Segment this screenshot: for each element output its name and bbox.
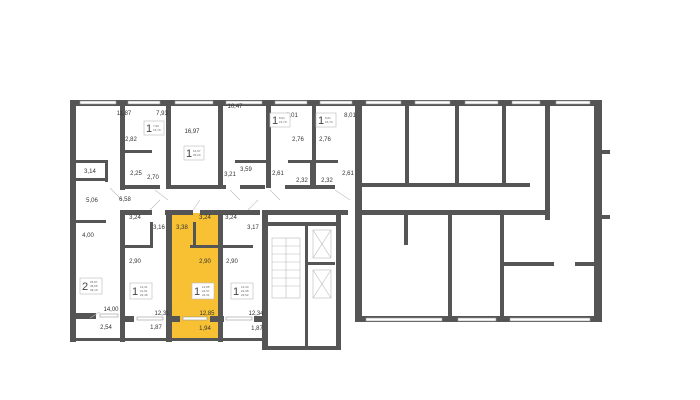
room-area: 2,70 [147, 175, 159, 181]
room-area: 3,24 [129, 215, 141, 221]
room-area: 7,93 [156, 111, 168, 117]
svg-text:8,01: 8,01 [325, 116, 331, 120]
room-area: 2,61 [342, 171, 354, 177]
svg-text:16,97: 16,97 [193, 149, 201, 153]
svg-text:15,70: 15,70 [279, 120, 287, 124]
room-area: 2,90 [129, 259, 141, 265]
svg-text:1: 1 [318, 115, 324, 127]
room-area: 6,58 [119, 197, 131, 203]
stairs [271, 229, 332, 299]
room-area: 16,97 [184, 129, 200, 135]
svg-text:22,38: 22,38 [241, 289, 249, 293]
svg-text:24,31: 24,31 [202, 293, 210, 297]
svg-text:2: 2 [82, 281, 88, 293]
doors [89, 187, 351, 319]
room-area: 3,14 [84, 169, 96, 175]
svg-text:1: 1 [233, 286, 239, 298]
room-area: 2,32 [321, 178, 333, 184]
room-area: 2,82 [125, 137, 137, 143]
svg-text:15,70: 15,70 [325, 120, 333, 124]
room-area: 12,34 [248, 311, 264, 317]
svg-text:1: 1 [146, 123, 152, 135]
room-area: 5,06 [86, 198, 98, 204]
room-area: 2,54 [100, 325, 112, 331]
svg-text:12,34: 12,34 [241, 285, 249, 289]
room-area: 3,38 [176, 225, 188, 231]
svg-text:46,65: 46,65 [90, 284, 98, 288]
room-area-labels: 11,87 7,93 16,97 10,47 8,01 8,01 2,82 2,… [82, 104, 356, 332]
svg-text:7,93: 7,93 [153, 124, 159, 128]
room-area: 2,90 [226, 259, 238, 265]
svg-text:8,01: 8,01 [279, 116, 285, 120]
room-area: 1,87 [150, 325, 162, 331]
svg-text:21,61: 21,61 [140, 289, 148, 293]
svg-text:22,57: 22,57 [202, 289, 210, 293]
svg-text:1: 1 [186, 148, 192, 160]
room-area: 12,31 [154, 311, 170, 317]
svg-text:1: 1 [132, 286, 138, 298]
room-area: 10,47 [227, 104, 243, 110]
svg-text:12,31: 12,31 [140, 285, 148, 289]
room-area: 3,21 [224, 172, 236, 178]
room-area: 1,94 [199, 326, 211, 332]
room-area: 8,01 [344, 113, 356, 119]
room-area: 2,76 [292, 137, 304, 143]
room-area: 2,32 [296, 178, 308, 184]
walls [70, 100, 610, 350]
svg-text:23,52: 23,52 [241, 293, 249, 297]
room-area: 12,85 [199, 311, 215, 317]
svg-text:1: 1 [194, 286, 200, 298]
room-area: 11,87 [117, 111, 132, 117]
room-area: 3,59 [240, 167, 252, 173]
room-area: 2,61 [272, 171, 284, 177]
room-area: 2,76 [319, 137, 331, 143]
room-area: 2,25 [130, 171, 142, 177]
room-area: 2,90 [199, 259, 211, 265]
svg-text:23,48: 23,48 [140, 293, 148, 297]
svg-text:12,85: 12,85 [202, 285, 210, 289]
room-area: 3,24 [225, 215, 237, 221]
room-area: 3,24 [199, 215, 211, 221]
room-area: 1,87 [251, 326, 263, 332]
svg-text:49,19: 49,19 [90, 288, 98, 292]
svg-text:26,24: 26,24 [193, 153, 201, 157]
room-area: 3,17 [247, 225, 259, 231]
svg-text:25,87: 25,87 [90, 280, 98, 284]
room-area: 4,00 [82, 233, 94, 239]
room-area: 3,16 [153, 225, 165, 231]
room-area: 14,00 [103, 307, 119, 313]
room-area: 8,01 [286, 113, 298, 119]
svg-text:15,70: 15,70 [153, 128, 161, 132]
svg-text:1: 1 [272, 115, 278, 127]
windows [79, 100, 591, 322]
